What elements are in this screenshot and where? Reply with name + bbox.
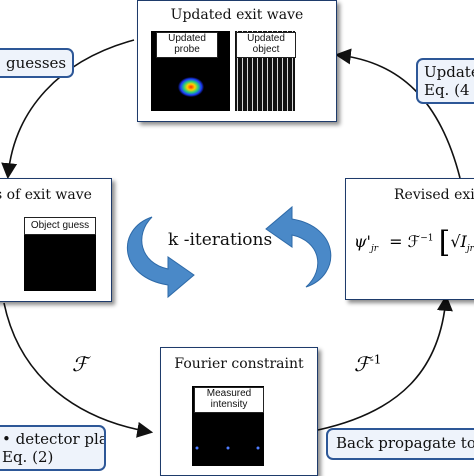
probe-spot [178,77,204,97]
arrow-bottom-to-right [317,294,453,431]
callout-back-propagate: Back propagate to rea [326,428,474,460]
updated-object-label: Updated object [236,32,296,58]
iteration-arrow-right [265,205,332,288]
revised-exit-title: Revised exit [394,187,474,203]
iteration-arrow-left [127,216,195,299]
bullet-icon: • [2,430,11,448]
fourier-constraint-title: Fourier constraint [174,356,304,372]
arrow-top-to-left [1,39,135,180]
callout-guesses: guesses [0,48,74,78]
revised-exit-panel: Revised exit ψ'jr = ℱ−1 [√Ijr [345,178,474,300]
updated-exit-wave-panel: Updated exit wave Updated probe Updated … [137,0,337,122]
arrow-left-to-bottom [3,302,154,438]
k-iterations-label: k -iterations [168,230,273,250]
exit-wave-guesses-title: s of exit wave [0,187,92,203]
k-iterations-arrows [127,205,332,299]
callout-update-eq4: Update Eq. (4 [416,58,474,104]
object-guess-label: Object guess [24,217,96,235]
updated-exit-wave-title: Updated exit wave [170,7,304,23]
callout-detector-plane: • detector plane Eq. (2) [0,425,106,471]
inverse-fourier-operator: ℱ-1 [354,352,382,376]
arrow-right-to-top [334,48,461,179]
exit-wave-guesses-panel: s of exit wave Object guess [0,178,112,302]
updated-probe-label: Updated probe [156,32,218,58]
forward-fourier-operator: ℱ [72,352,88,376]
fourier-constraint-panel: Fourier constraint Measured intensity [160,347,318,476]
revised-exit-formula: ψ'jr = ℱ−1 [√Ijr [354,225,474,260]
measured-intensity-label: Measured intensity [194,387,264,413]
diffraction-spots [195,446,260,450]
